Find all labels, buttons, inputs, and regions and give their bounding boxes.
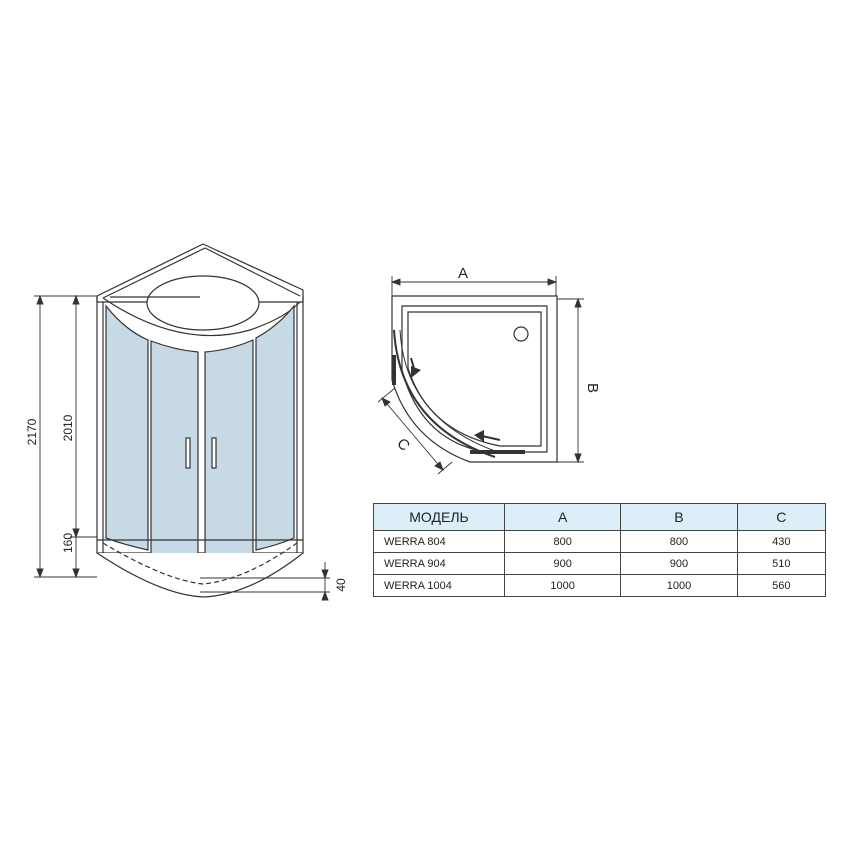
drain-hole [513, 326, 529, 342]
arrowhead [72, 528, 80, 539]
table-header-row: МОДЕЛЬ A B C [373, 503, 827, 531]
cabin-front-view [96, 243, 304, 598]
dim-40-label: 40 [334, 578, 348, 592]
dim-line-c [381, 397, 444, 471]
arrowhead [321, 569, 329, 580]
cell-b: 800 [620, 530, 738, 553]
front-dimensions [34, 294, 330, 601]
glass-panel-left [105, 304, 149, 551]
arrowhead [434, 461, 444, 471]
cell-c: 510 [736, 552, 827, 575]
plan-inner-basin [407, 311, 542, 447]
cell-model: WERRA 904 [373, 552, 505, 575]
door-handle-left [185, 437, 191, 469]
plan-label-b: B [584, 383, 601, 393]
arrowhead [574, 453, 582, 464]
dim-2010-label: 2010 [61, 414, 75, 441]
door-arc-inner [399, 329, 496, 452]
glass-panel-right [255, 304, 295, 551]
arrowhead [72, 568, 80, 579]
plan-label-c: C [393, 435, 413, 455]
header-model: МОДЕЛЬ [373, 503, 505, 531]
door-movement-arrows [410, 357, 501, 442]
cell-c: 430 [736, 530, 827, 553]
rain-shower-head [146, 275, 260, 331]
cell-b: 900 [620, 552, 738, 575]
header-c: C [736, 503, 827, 531]
header-a: A [503, 503, 622, 531]
extension-line [377, 387, 396, 403]
arrowhead [36, 568, 44, 579]
arrowhead [321, 590, 329, 601]
arrow-shaft [481, 435, 501, 441]
plan-label-a: A [458, 265, 468, 282]
arrow-left-icon [474, 430, 484, 442]
arrowhead [72, 294, 80, 305]
header-b: B [620, 503, 738, 531]
plan-view [391, 295, 558, 463]
table-row: WERRA 804 800 800 430 [373, 530, 827, 553]
door-handle-right [211, 437, 217, 469]
cell-a: 900 [503, 552, 622, 575]
dim-160-label: 160 [61, 533, 75, 553]
cell-c: 560 [736, 574, 827, 597]
arrowhead [36, 294, 44, 305]
cell-b: 1000 [620, 574, 738, 597]
cell-model: WERRA 804 [373, 530, 505, 553]
arrowhead [574, 297, 582, 308]
roof-top-edge [102, 247, 301, 299]
arrowhead [381, 397, 391, 407]
glass-door-left [150, 340, 199, 575]
dim-2170-label: 2170 [25, 418, 39, 445]
plan-dimensions [377, 276, 584, 475]
cell-a: 1000 [503, 574, 622, 597]
cell-model: WERRA 1004 [373, 574, 505, 597]
door-arc-outer [393, 329, 496, 458]
plan-outer [391, 295, 558, 463]
tray-outline-dashed [102, 542, 298, 585]
roof-curve [102, 297, 301, 337]
cell-a: 800 [503, 530, 622, 553]
shower-tray [96, 552, 304, 598]
table-row: WERRA 1004 1000 1000 560 [373, 574, 827, 597]
arrow-down-icon [411, 366, 421, 378]
extension-line [437, 461, 453, 475]
arrowhead [547, 278, 558, 286]
model-dimensions-table: МОДЕЛЬ A B C WERRA 804 800 800 430 WERRA… [373, 503, 827, 597]
table-row: WERRA 904 900 900 510 [373, 552, 827, 575]
arrowhead [390, 278, 401, 286]
